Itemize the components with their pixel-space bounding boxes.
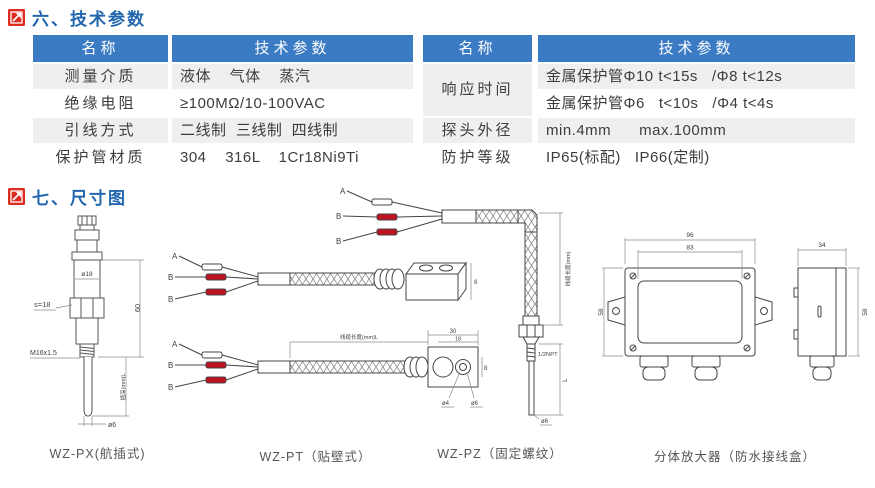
wzpz-diagram: A B B 1/2NPT ø6 线缆长度(mm) L [336, 187, 572, 426]
dim-depth: 插深(mm)L [119, 374, 127, 401]
left-row-name: 保护管材质 [33, 145, 168, 170]
right-row-value: min.4mm max.100mm [538, 118, 855, 143]
dim-cable-length: 线缆长度(mm) [564, 251, 572, 286]
dim-s18: s=18 [34, 300, 50, 309]
dim-34: 34 [818, 242, 826, 249]
left-row-value: 304 316L 1Cr18Ni9Ti [172, 145, 413, 170]
dim-83: 83 [686, 245, 694, 252]
dim-dia6: ø6 [108, 422, 116, 429]
wzpt-diagram: A B B 8 线缆长度(mm)L [168, 252, 488, 408]
section-6-header: 六、技术参数 [8, 5, 146, 30]
right-header-name: 名称 [423, 35, 532, 62]
wire-a-label: A [340, 187, 346, 196]
left-row-value: 液体 气体 蒸汽 [172, 64, 413, 89]
right-row-value: IP65(标配) IP66(定制) [538, 145, 855, 170]
dim-58-side: 58 [862, 308, 869, 316]
wzpx-diagram: ø18 s=18 M16x1.5 60 插深(mm)L ø6 [30, 215, 144, 429]
right-merged-name: 响应时间 [423, 64, 532, 116]
section-7-title: 七、尺寸图 [32, 189, 127, 208]
red-link-icon [8, 9, 25, 26]
wire-b-label: B [168, 273, 173, 282]
red-link-icon [8, 188, 25, 205]
wire-b-label: B [168, 383, 173, 392]
wzpz-caption: WZ-PZ（固定螺纹） [437, 447, 563, 461]
dim-dia18: ø18 [81, 271, 93, 278]
left-header-value: 技术参数 [172, 35, 413, 62]
wire-b-label: B [168, 295, 173, 304]
wire-b-label: B [336, 237, 341, 246]
dim-8: 8 [484, 366, 488, 372]
amplifier-caption: 分体放大器（防水接线盒） [653, 450, 816, 464]
dim-dia6: ø6 [541, 419, 549, 425]
dim-18: 18 [455, 337, 461, 343]
dim-96: 96 [686, 232, 694, 239]
right-row-name: 探头外径 [423, 118, 532, 143]
wire-a-label: A [172, 252, 178, 261]
dim-dia6: ø6 [471, 401, 479, 407]
wire-b-label: B [336, 212, 341, 221]
wire-b-label: B [168, 361, 173, 370]
section-6-title: 六、技术参数 [32, 10, 146, 29]
dim-cable-length: 线缆长度(mm)L [340, 333, 378, 341]
right-row-value: 金属保护管Φ10 t<15s /Φ8 t<12s [538, 64, 855, 89]
wzpx-caption: WZ-PX(航插式) [49, 447, 146, 461]
right-row-name: 防护等级 [423, 145, 532, 170]
wzpt-caption: WZ-PT（贴壁式） [259, 450, 372, 464]
left-row-name: 绝缘电阻 [33, 91, 168, 116]
dim-dia4: ø4 [442, 401, 450, 407]
left-row-name: 引线方式 [33, 118, 168, 143]
left-row-value: 二线制 三线制 四线制 [172, 118, 413, 143]
amplifier-diagram: 96 83 58 34 58 [598, 232, 869, 381]
section-7-header: 七、尺寸图 [8, 184, 127, 209]
right-header-value: 技术参数 [538, 35, 855, 62]
dim-8: 8 [474, 280, 478, 286]
dim-58: 58 [598, 308, 605, 316]
dim-npt: 1/2NPT [538, 352, 558, 358]
left-header-name: 名称 [33, 35, 168, 62]
left-row-value: ≥100MΩ/10-100VAC [172, 91, 413, 116]
dim-60: 60 [133, 304, 142, 312]
dim-L: L [562, 378, 569, 382]
wire-a-label: A [172, 340, 178, 349]
dim-30: 30 [450, 329, 457, 335]
dim-m16: M16x1.5 [30, 350, 57, 357]
left-row-name: 测量介质 [33, 64, 168, 89]
right-row-value: 金属保护管Φ6 t<10s /Φ4 t<4s [538, 91, 855, 116]
